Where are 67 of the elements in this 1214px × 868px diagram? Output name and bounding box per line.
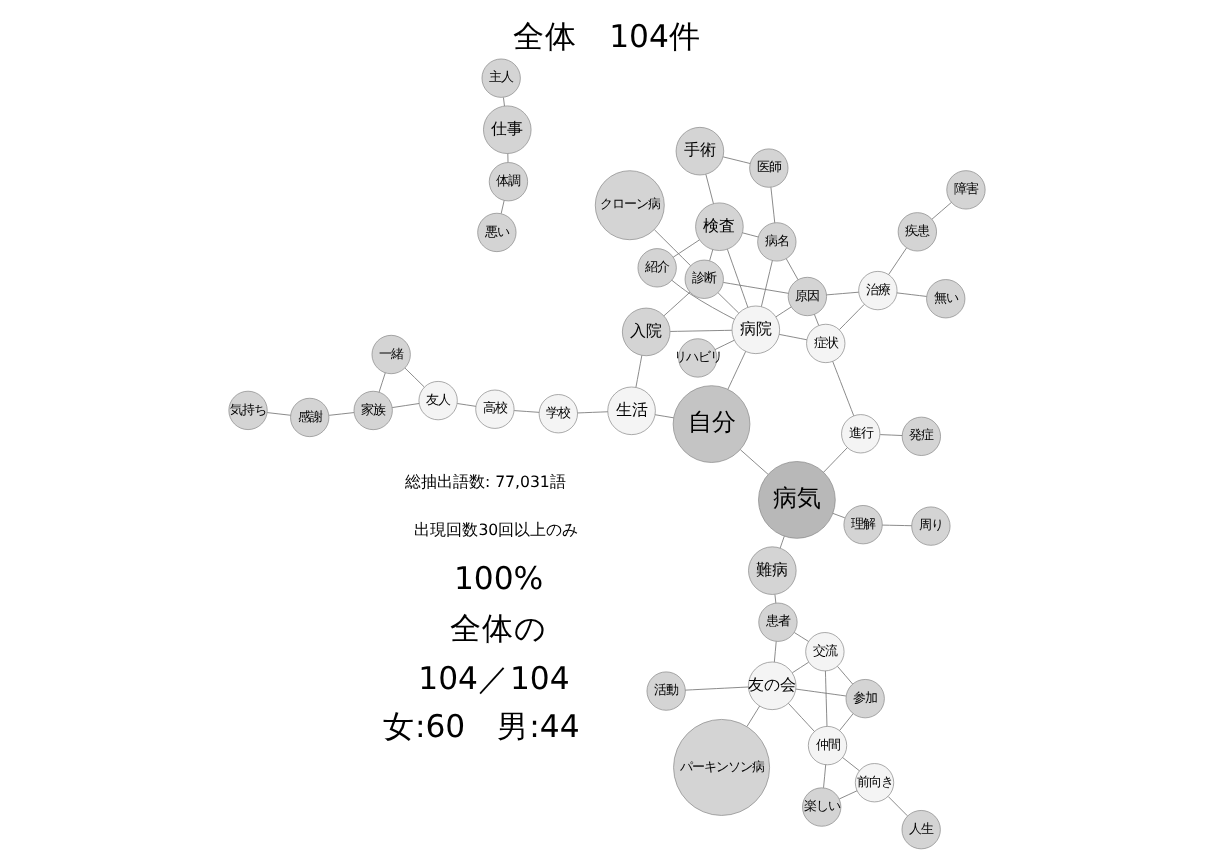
connector (887, 796, 908, 817)
connector (722, 156, 751, 164)
connector (717, 292, 740, 314)
connector (881, 524, 912, 527)
connector (739, 449, 769, 475)
connector (654, 414, 674, 419)
connector (714, 339, 735, 350)
connector (663, 291, 691, 317)
connector (723, 282, 789, 294)
connector (266, 412, 291, 416)
connector (794, 632, 809, 642)
connector (507, 153, 509, 163)
connector (813, 313, 820, 326)
connector (684, 686, 749, 691)
connector (503, 97, 505, 107)
connector (404, 367, 425, 388)
connector (788, 703, 815, 732)
connector (773, 641, 777, 663)
connector (577, 411, 609, 414)
diagram-title: 全体 104件 (513, 17, 701, 56)
connector (778, 333, 808, 341)
connector (779, 535, 785, 549)
connector (832, 512, 846, 519)
connector (838, 790, 858, 800)
connector (671, 279, 735, 320)
connector (770, 186, 776, 224)
label: 全体の (450, 609, 547, 648)
connector (931, 202, 952, 220)
connector (879, 434, 903, 436)
connector (727, 350, 747, 390)
connector (792, 661, 809, 674)
connector (456, 403, 477, 407)
connector (832, 361, 855, 417)
connector (888, 247, 907, 275)
connector (328, 412, 355, 416)
connector (785, 258, 799, 281)
connector (775, 306, 792, 318)
connector (669, 329, 733, 332)
connector (760, 260, 773, 307)
label: 女:60 男:44 (382, 707, 580, 746)
label: 104／104 (418, 659, 570, 698)
connector (742, 232, 759, 238)
connector (672, 239, 700, 258)
connector (825, 670, 828, 727)
connector (378, 372, 386, 393)
connector (391, 403, 420, 408)
connector (746, 705, 761, 727)
connector (896, 292, 927, 297)
connector (705, 173, 714, 205)
connector (513, 410, 540, 413)
connector (839, 303, 865, 330)
label: 100% (453, 559, 544, 598)
node-circle: 自分 (672, 385, 751, 463)
connector (654, 229, 691, 267)
connector (500, 200, 505, 214)
connector (823, 447, 848, 473)
node-circle: 病気 (758, 461, 836, 539)
connector (709, 249, 714, 261)
connector (795, 688, 847, 697)
connector (842, 757, 860, 772)
connector (837, 666, 854, 685)
connector (774, 594, 777, 604)
connector (635, 355, 643, 388)
connector (726, 248, 749, 308)
connector (839, 713, 854, 731)
connector (826, 291, 860, 296)
connector (823, 764, 827, 789)
